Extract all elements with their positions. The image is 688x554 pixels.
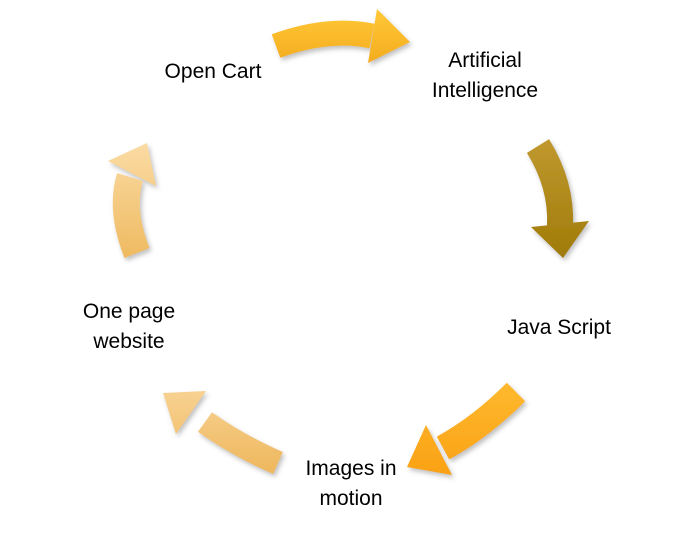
arrow-head <box>163 391 206 434</box>
node-label-images-in-motion: Images in motion <box>305 454 396 514</box>
node-label-java-script: Java Script <box>507 313 611 343</box>
arrow-head <box>368 9 410 63</box>
arrow-body <box>526 139 574 227</box>
arrow-head <box>531 221 589 258</box>
arrow-open-cart-to-artificial-intelligence <box>271 9 410 63</box>
node-label-open-cart: Open Cart <box>165 57 262 87</box>
node-label-line: Open Cart <box>164 60 262 83</box>
node-label-line: Artificial <box>448 49 522 72</box>
arrow-body <box>271 20 375 58</box>
arrow-java-script-to-images-in-motion <box>407 382 526 475</box>
arrow-artificial-intelligence-to-java-script <box>526 139 589 258</box>
arrow-images-in-motion-to-one-page-website <box>163 391 283 474</box>
arrow-body <box>112 173 150 258</box>
arrow-body <box>436 382 526 460</box>
node-label-line: Java Script <box>507 316 611 339</box>
arrow-one-page-website-to-open-cart <box>108 143 156 258</box>
node-label-line: motion <box>319 487 383 510</box>
node-label-line: One page <box>82 300 176 323</box>
node-label-one-page-website: One page website <box>83 297 175 357</box>
node-label-line: website <box>93 330 165 353</box>
arrow-head <box>108 143 156 186</box>
arrow-body <box>197 412 283 474</box>
arrow-head <box>407 425 452 475</box>
node-label-artificial-intelligence: Artificial Intelligence <box>432 46 538 106</box>
node-label-line: Images in <box>305 457 397 480</box>
node-label-line: Intelligence <box>431 79 539 102</box>
